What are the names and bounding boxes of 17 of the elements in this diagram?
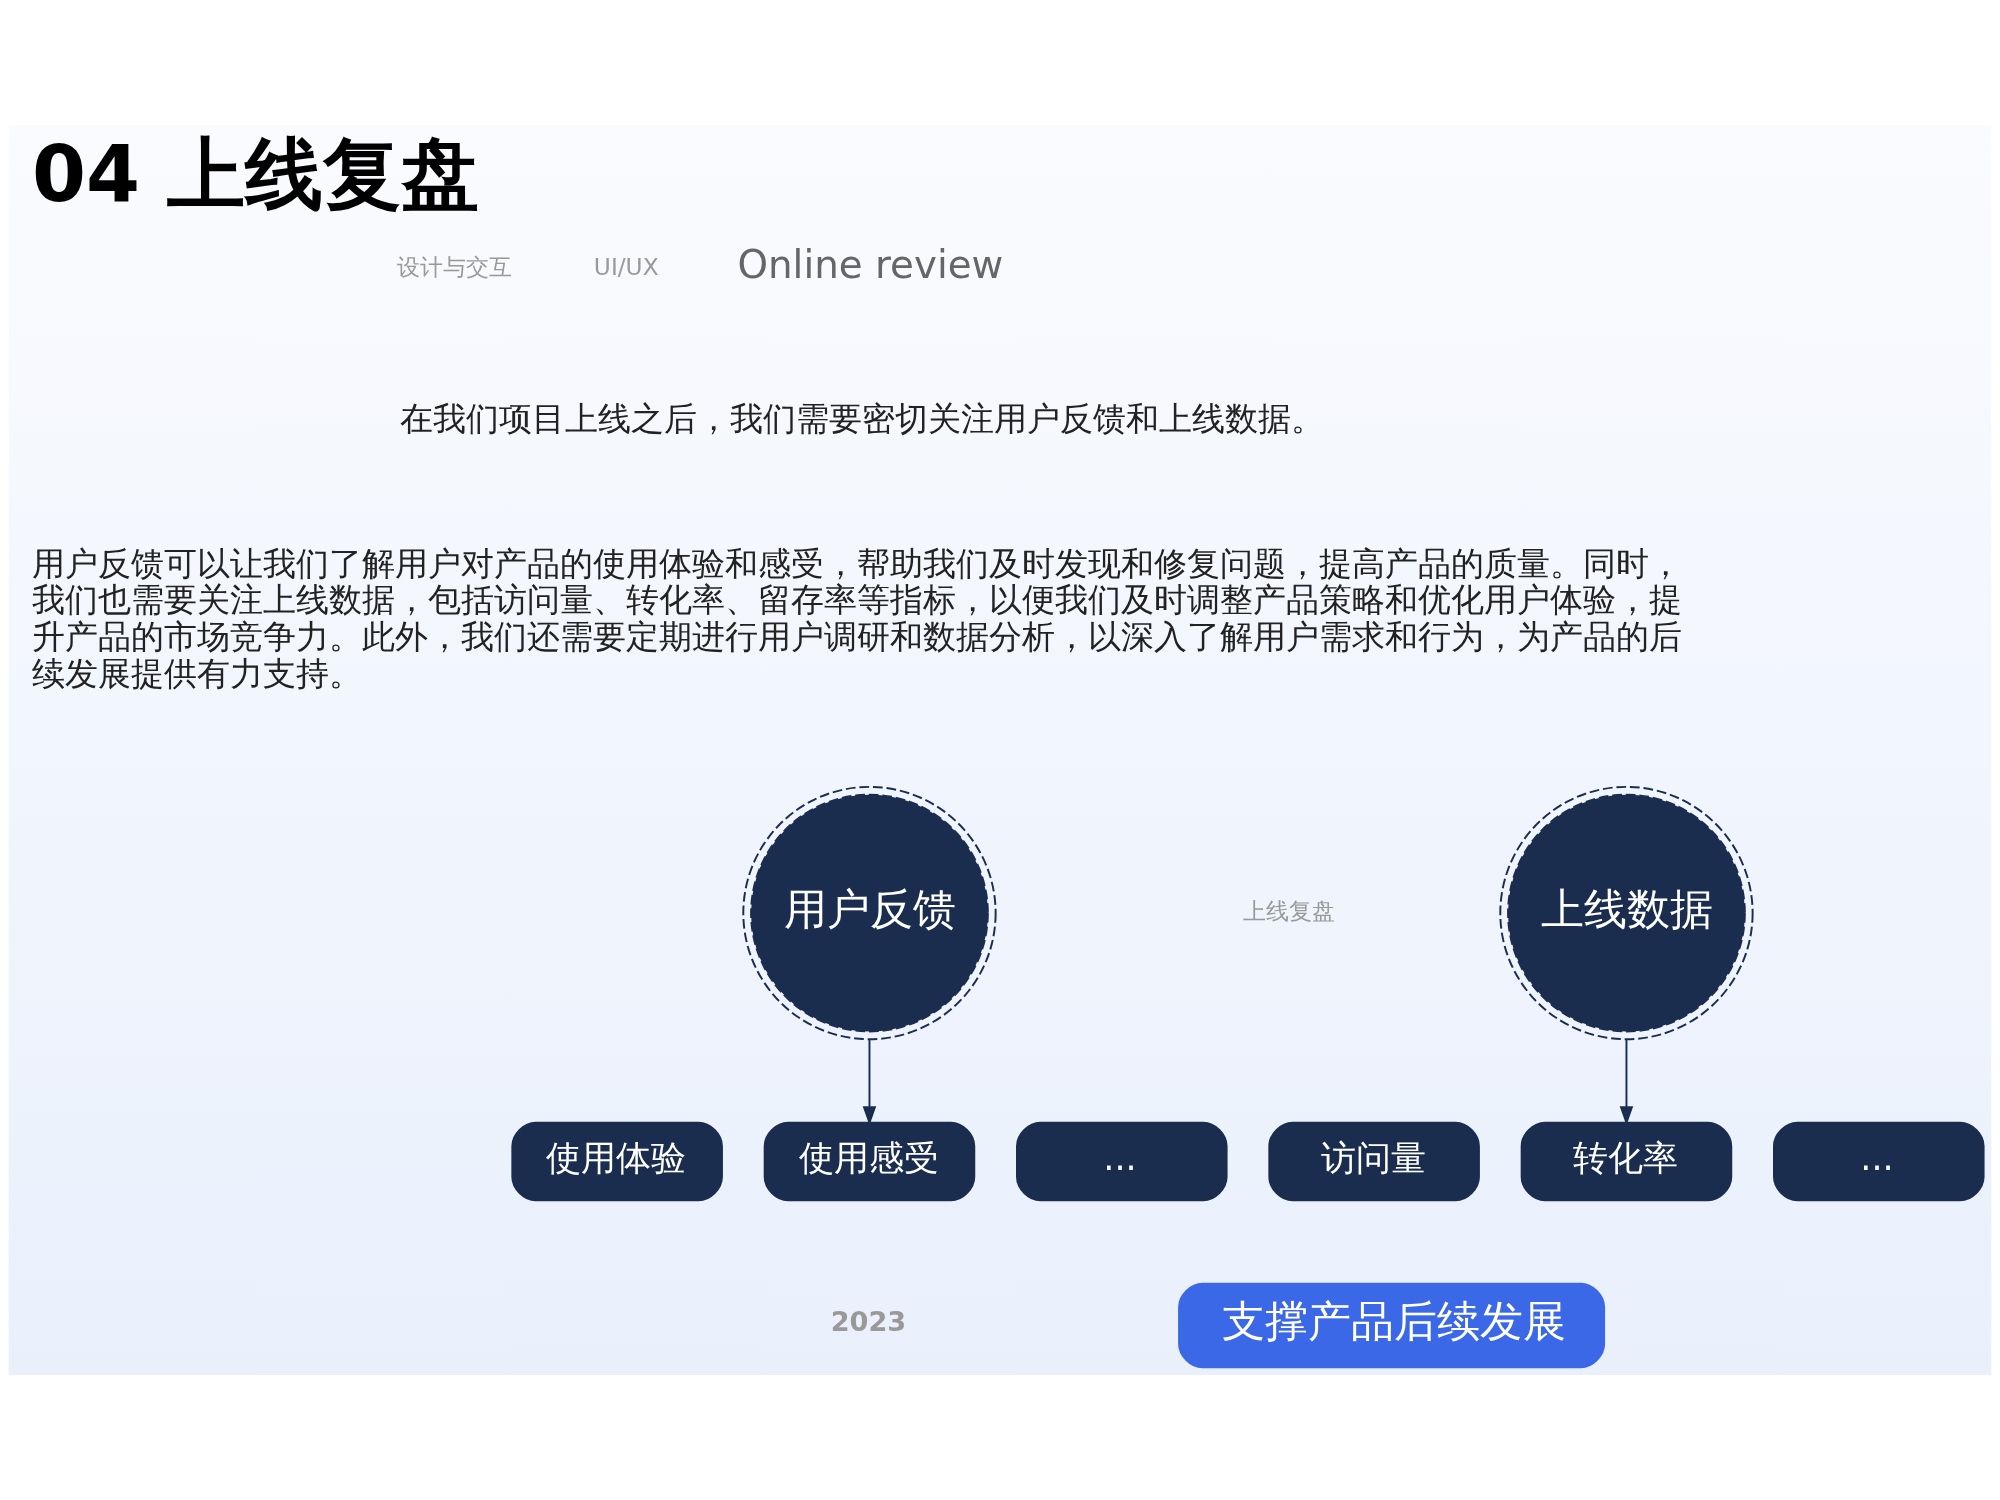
- node-box: 支撑产品后续发展: [1178, 1282, 1606, 1369]
- node-circle: 用户反馈: [742, 785, 997, 1041]
- node-box: ...: [1016, 1121, 1228, 1202]
- node-box: 访问量: [1268, 1121, 1480, 1202]
- label: 上线复盘: [1243, 897, 1336, 925]
- label: 在我们项目上线之后，我们需要密切关注用户反馈和上线数据。: [399, 398, 1324, 438]
- label: 设计与交互: [396, 252, 512, 280]
- node-box: 转化率: [1520, 1121, 1733, 1202]
- label: Online review: [737, 242, 1004, 288]
- label: 用户反馈可以让我们了解用户对产品的使用体验和感受，帮助我们及时发现和修复问题，提高产品的质量。同时，我们也需要关注上线数据，包括访问量、转化率、留存率等指标，以便我们及时调整产品策略和优化用户体验，提升产品的市场竞争力。此外，我们还需要定期进行用户调研和数据分析，以深入了解用户需求和行为，为产品的后续发展提供有力支持。: [31, 543, 1682, 694]
- label: 2023: [830, 1305, 907, 1337]
- node-box: 使用感受: [763, 1121, 976, 1202]
- node-box: ...: [1773, 1121, 1985, 1202]
- node-circle: 上线数据: [1499, 785, 1754, 1041]
- node-box: 使用体验: [511, 1121, 723, 1202]
- label: UI/UX: [593, 252, 659, 280]
- diagram-title: 04 上线复盘: [31, 128, 479, 219]
